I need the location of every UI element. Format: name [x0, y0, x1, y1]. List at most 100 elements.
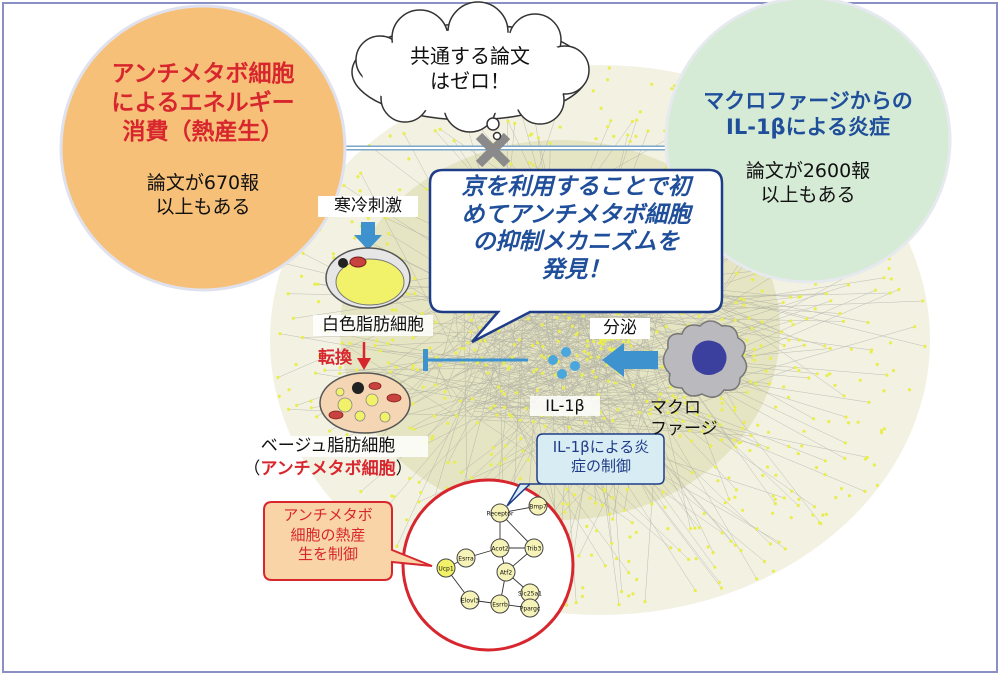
- network-node-dot: [476, 361, 479, 364]
- network-node-dot: [754, 382, 757, 385]
- network-node-dot: [611, 496, 614, 499]
- network-node-dot: [402, 132, 405, 135]
- network-node-dot: [765, 370, 768, 373]
- network-node-dot: [782, 385, 785, 388]
- network-node-dot: [780, 330, 783, 333]
- network-node-dot: [650, 83, 653, 86]
- network-node-dot: [478, 326, 481, 329]
- inflammation-line-1: IL-1βによる炎: [540, 438, 662, 457]
- network-node-dot: [713, 566, 716, 569]
- network-node-dot: [594, 376, 597, 379]
- network-node-dot: [608, 513, 611, 516]
- network-node-dot: [783, 344, 786, 347]
- network-node-dot: [581, 586, 584, 589]
- network-node-dot: [882, 389, 885, 392]
- network-node-dot: [463, 347, 466, 350]
- network-node-dot: [608, 66, 611, 69]
- network-node-dot: [503, 393, 506, 396]
- network-node-dot: [866, 456, 869, 459]
- cold-stimulus-label: 寒冷刺激: [318, 196, 418, 217]
- network-node-dot: [565, 604, 568, 607]
- network-node-dot: [735, 272, 738, 275]
- network-node-dot: [300, 275, 303, 278]
- network-node-dot: [756, 424, 759, 427]
- network-node-dot: [492, 446, 495, 449]
- network-node-dot: [603, 489, 606, 492]
- network-node-dot: [784, 547, 787, 550]
- network-node-dot: [566, 488, 569, 491]
- zoom-node-label: Ucp1: [438, 566, 453, 573]
- zoom-network-node: Bmp7: [529, 497, 547, 515]
- network-node-dot: [418, 481, 421, 484]
- network-node-dot: [694, 589, 697, 592]
- network-node-dot: [882, 276, 885, 279]
- zoom-network-node: Atf2: [497, 563, 515, 581]
- network-node-dot: [697, 315, 700, 318]
- network-node-dot: [438, 364, 441, 367]
- network-node-dot: [811, 513, 814, 516]
- network-node-dot: [807, 376, 810, 379]
- network-node-dot: [735, 488, 738, 491]
- network-node-dot: [650, 502, 653, 505]
- network-node-dot: [803, 430, 806, 433]
- network-node-dot: [532, 420, 535, 423]
- macrophage-line-2: ファージ: [650, 419, 740, 440]
- network-node-dot: [519, 437, 522, 440]
- network-node-dot: [792, 323, 795, 326]
- zoom-network-node: Esrrb: [491, 595, 509, 613]
- network-node-dot: [606, 125, 609, 128]
- network-node-dot: [753, 348, 756, 351]
- right-body-line-1: 論文が2600報: [700, 160, 916, 184]
- network-node-dot: [815, 466, 818, 469]
- network-node-dot: [476, 421, 479, 424]
- thermogenesis-line-2: 細胞の熱産: [266, 526, 390, 546]
- network-node-dot: [601, 343, 604, 346]
- network-node-dot: [556, 316, 559, 319]
- zoom-node-label: Esrra: [458, 556, 474, 563]
- network-node-dot: [823, 344, 826, 347]
- network-node-dot: [766, 465, 769, 468]
- network-node-dot: [798, 339, 801, 342]
- network-node-dot: [787, 338, 790, 341]
- network-node-dot: [712, 551, 715, 554]
- secretion-label: 分泌: [590, 318, 650, 339]
- network-node-dot: [750, 327, 753, 330]
- network-node-dot: [310, 406, 313, 409]
- network-node-dot: [316, 283, 319, 286]
- network-node-dot: [890, 277, 893, 280]
- network-node-dot: [395, 545, 398, 548]
- network-node-dot: [543, 356, 546, 359]
- network-node-dot: [689, 527, 692, 530]
- network-node-dot: [600, 347, 603, 350]
- network-node-dot: [567, 317, 570, 320]
- left-body-line-1: 論文が670報: [90, 172, 316, 196]
- network-node-dot: [769, 357, 772, 360]
- network-node-dot: [611, 419, 614, 422]
- network-node-dot: [615, 557, 618, 560]
- network-node-dot: [278, 395, 281, 398]
- network-node-dot: [459, 347, 462, 350]
- network-node-dot: [537, 136, 540, 139]
- network-node-dot: [803, 344, 806, 347]
- white-fat-cell: [326, 248, 410, 308]
- network-node-dot: [631, 521, 634, 524]
- network-node-dot: [733, 496, 736, 499]
- network-node-dot: [389, 370, 392, 373]
- network-node-dot: [527, 317, 530, 320]
- network-node-dot: [678, 548, 681, 551]
- zoom-network-node: Ucp1: [437, 559, 455, 577]
- network-node-dot: [541, 345, 544, 348]
- network-node-dot: [839, 312, 842, 315]
- network-node-dot: [691, 471, 694, 474]
- network-node-dot: [814, 307, 817, 310]
- network-node-dot: [746, 391, 749, 394]
- network-node-dot: [590, 554, 593, 557]
- network-node-dot: [741, 427, 744, 430]
- network-node-dot: [434, 384, 437, 387]
- network-node-dot: [631, 592, 634, 595]
- network-node-dot: [395, 366, 398, 369]
- macrophage-line-1: マクロ: [650, 398, 740, 419]
- right-circle-body: 論文が2600報 以上もある: [700, 160, 916, 208]
- network-node-dot: [590, 356, 593, 359]
- right-title-line-1: マクロファージからの: [680, 88, 936, 114]
